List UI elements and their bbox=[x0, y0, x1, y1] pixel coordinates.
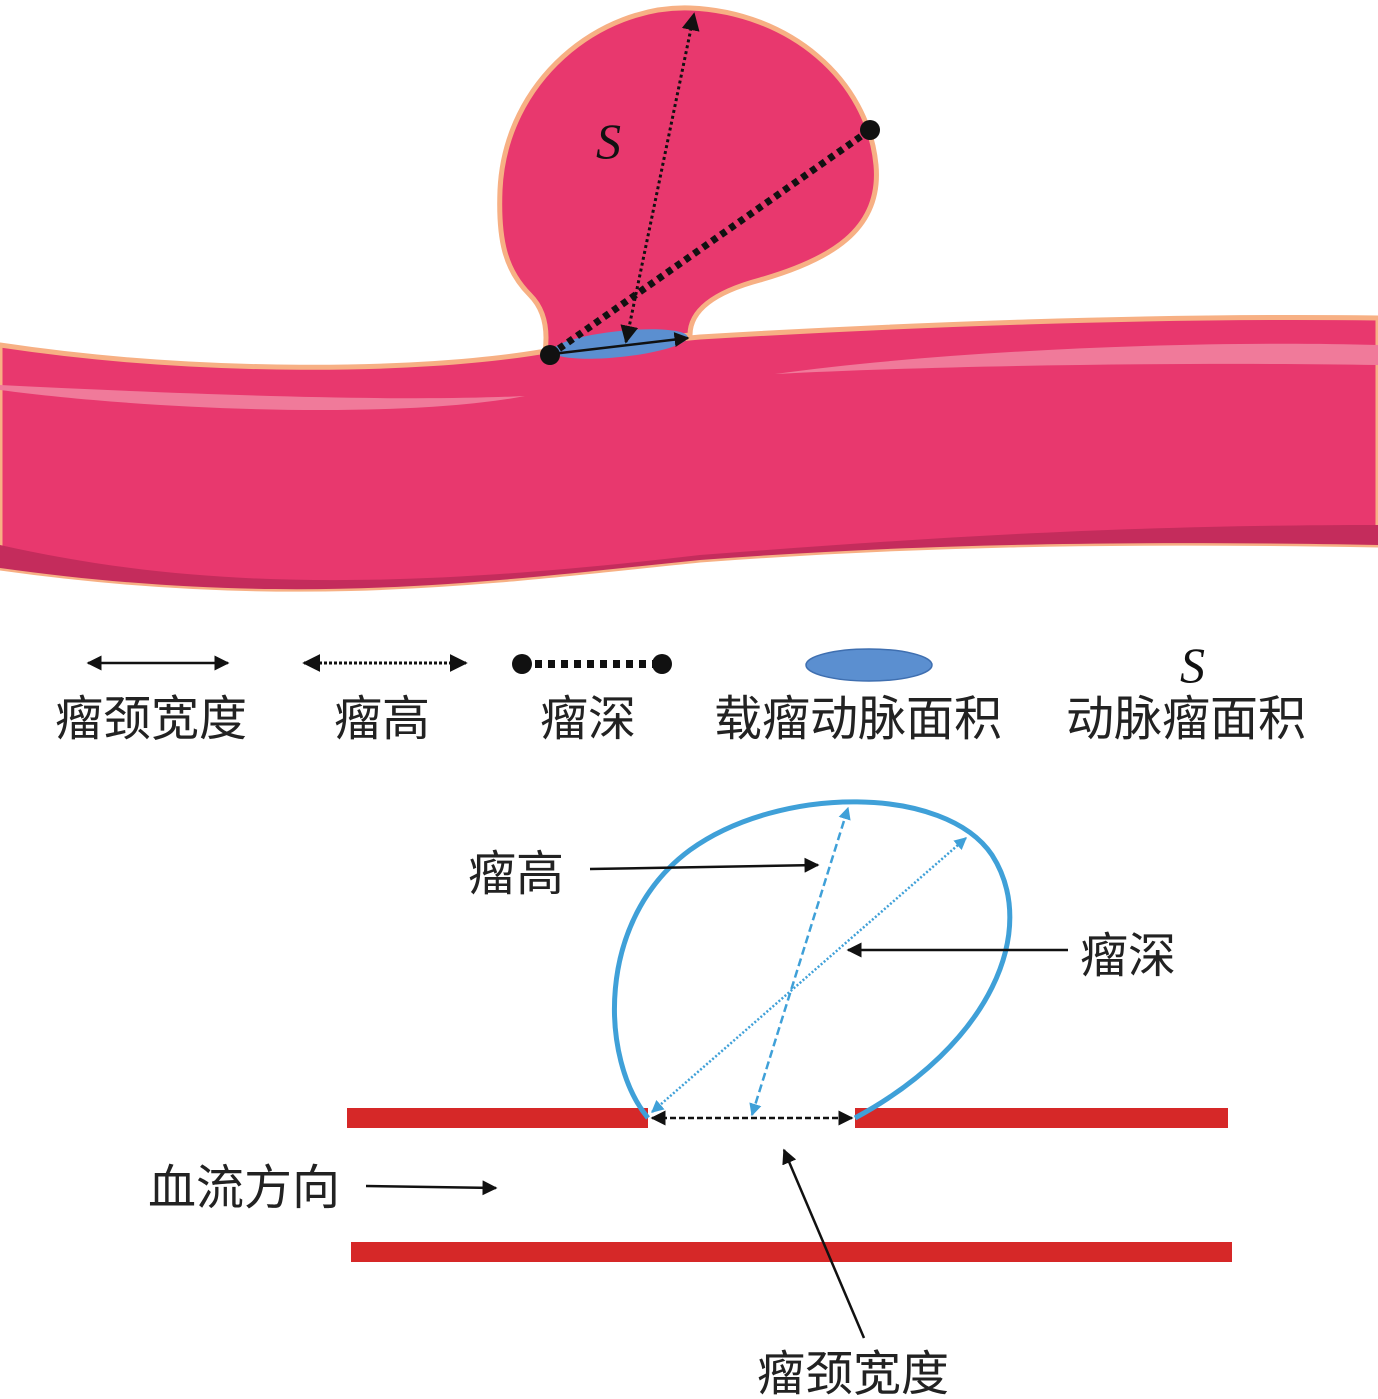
flow-direction-arrow bbox=[365, 1180, 498, 1196]
legend-height-label: 瘤高 bbox=[334, 691, 430, 747]
legend-aneurysm-area-label: 动脉瘤面积 bbox=[1066, 691, 1306, 747]
legend-aneurysm-area-symbol: S bbox=[1180, 637, 1205, 693]
schematic-height-arrow bbox=[749, 806, 851, 1117]
flow-direction-label: 血流方向 bbox=[148, 1160, 340, 1216]
vessel-wall-lower bbox=[351, 1242, 1232, 1262]
legend-depth-label: 瘤深 bbox=[540, 691, 636, 747]
legend-artery-area-symbol bbox=[805, 648, 933, 682]
neck-pointer-arrow bbox=[782, 1148, 866, 1339]
legend: 瘤颈宽度 瘤高 瘤深 载瘤动脉面积 S 动脉瘤面积 bbox=[55, 637, 1306, 747]
legend-artery-area-label: 载瘤动脉面积 bbox=[714, 691, 1002, 747]
vessel-wall-upper-right bbox=[855, 1108, 1228, 1128]
depth-endpoint bbox=[860, 120, 880, 140]
height-arrow bbox=[620, 12, 700, 344]
vessel-illustration: S bbox=[0, 5, 1378, 592]
artery-highlight bbox=[775, 343, 1378, 374]
aneurysm-outline bbox=[611, 799, 1013, 1121]
neck-width-label: 瘤颈宽度 bbox=[757, 1346, 949, 1399]
aneurysm-area-label: S bbox=[596, 113, 621, 169]
artery-highlight bbox=[0, 385, 525, 411]
depth-endpoint bbox=[540, 345, 560, 365]
height-label: 瘤高 bbox=[468, 846, 564, 902]
aneurysm-sac bbox=[497, 5, 879, 355]
artery-shadow bbox=[0, 525, 1378, 590]
legend-neck-width-label: 瘤颈宽度 bbox=[55, 691, 247, 747]
schematic-depth-arrow bbox=[651, 837, 967, 1113]
legend-depth-dot bbox=[652, 654, 672, 674]
schematic-diagram: 瘤高 瘤深 血流方向 瘤颈宽度 bbox=[148, 799, 1232, 1399]
height-pointer-arrow bbox=[589, 857, 820, 873]
vessel-wall-upper-left bbox=[347, 1108, 648, 1128]
depth-label: 瘤深 bbox=[1080, 928, 1176, 984]
legend-depth-dot bbox=[512, 654, 532, 674]
